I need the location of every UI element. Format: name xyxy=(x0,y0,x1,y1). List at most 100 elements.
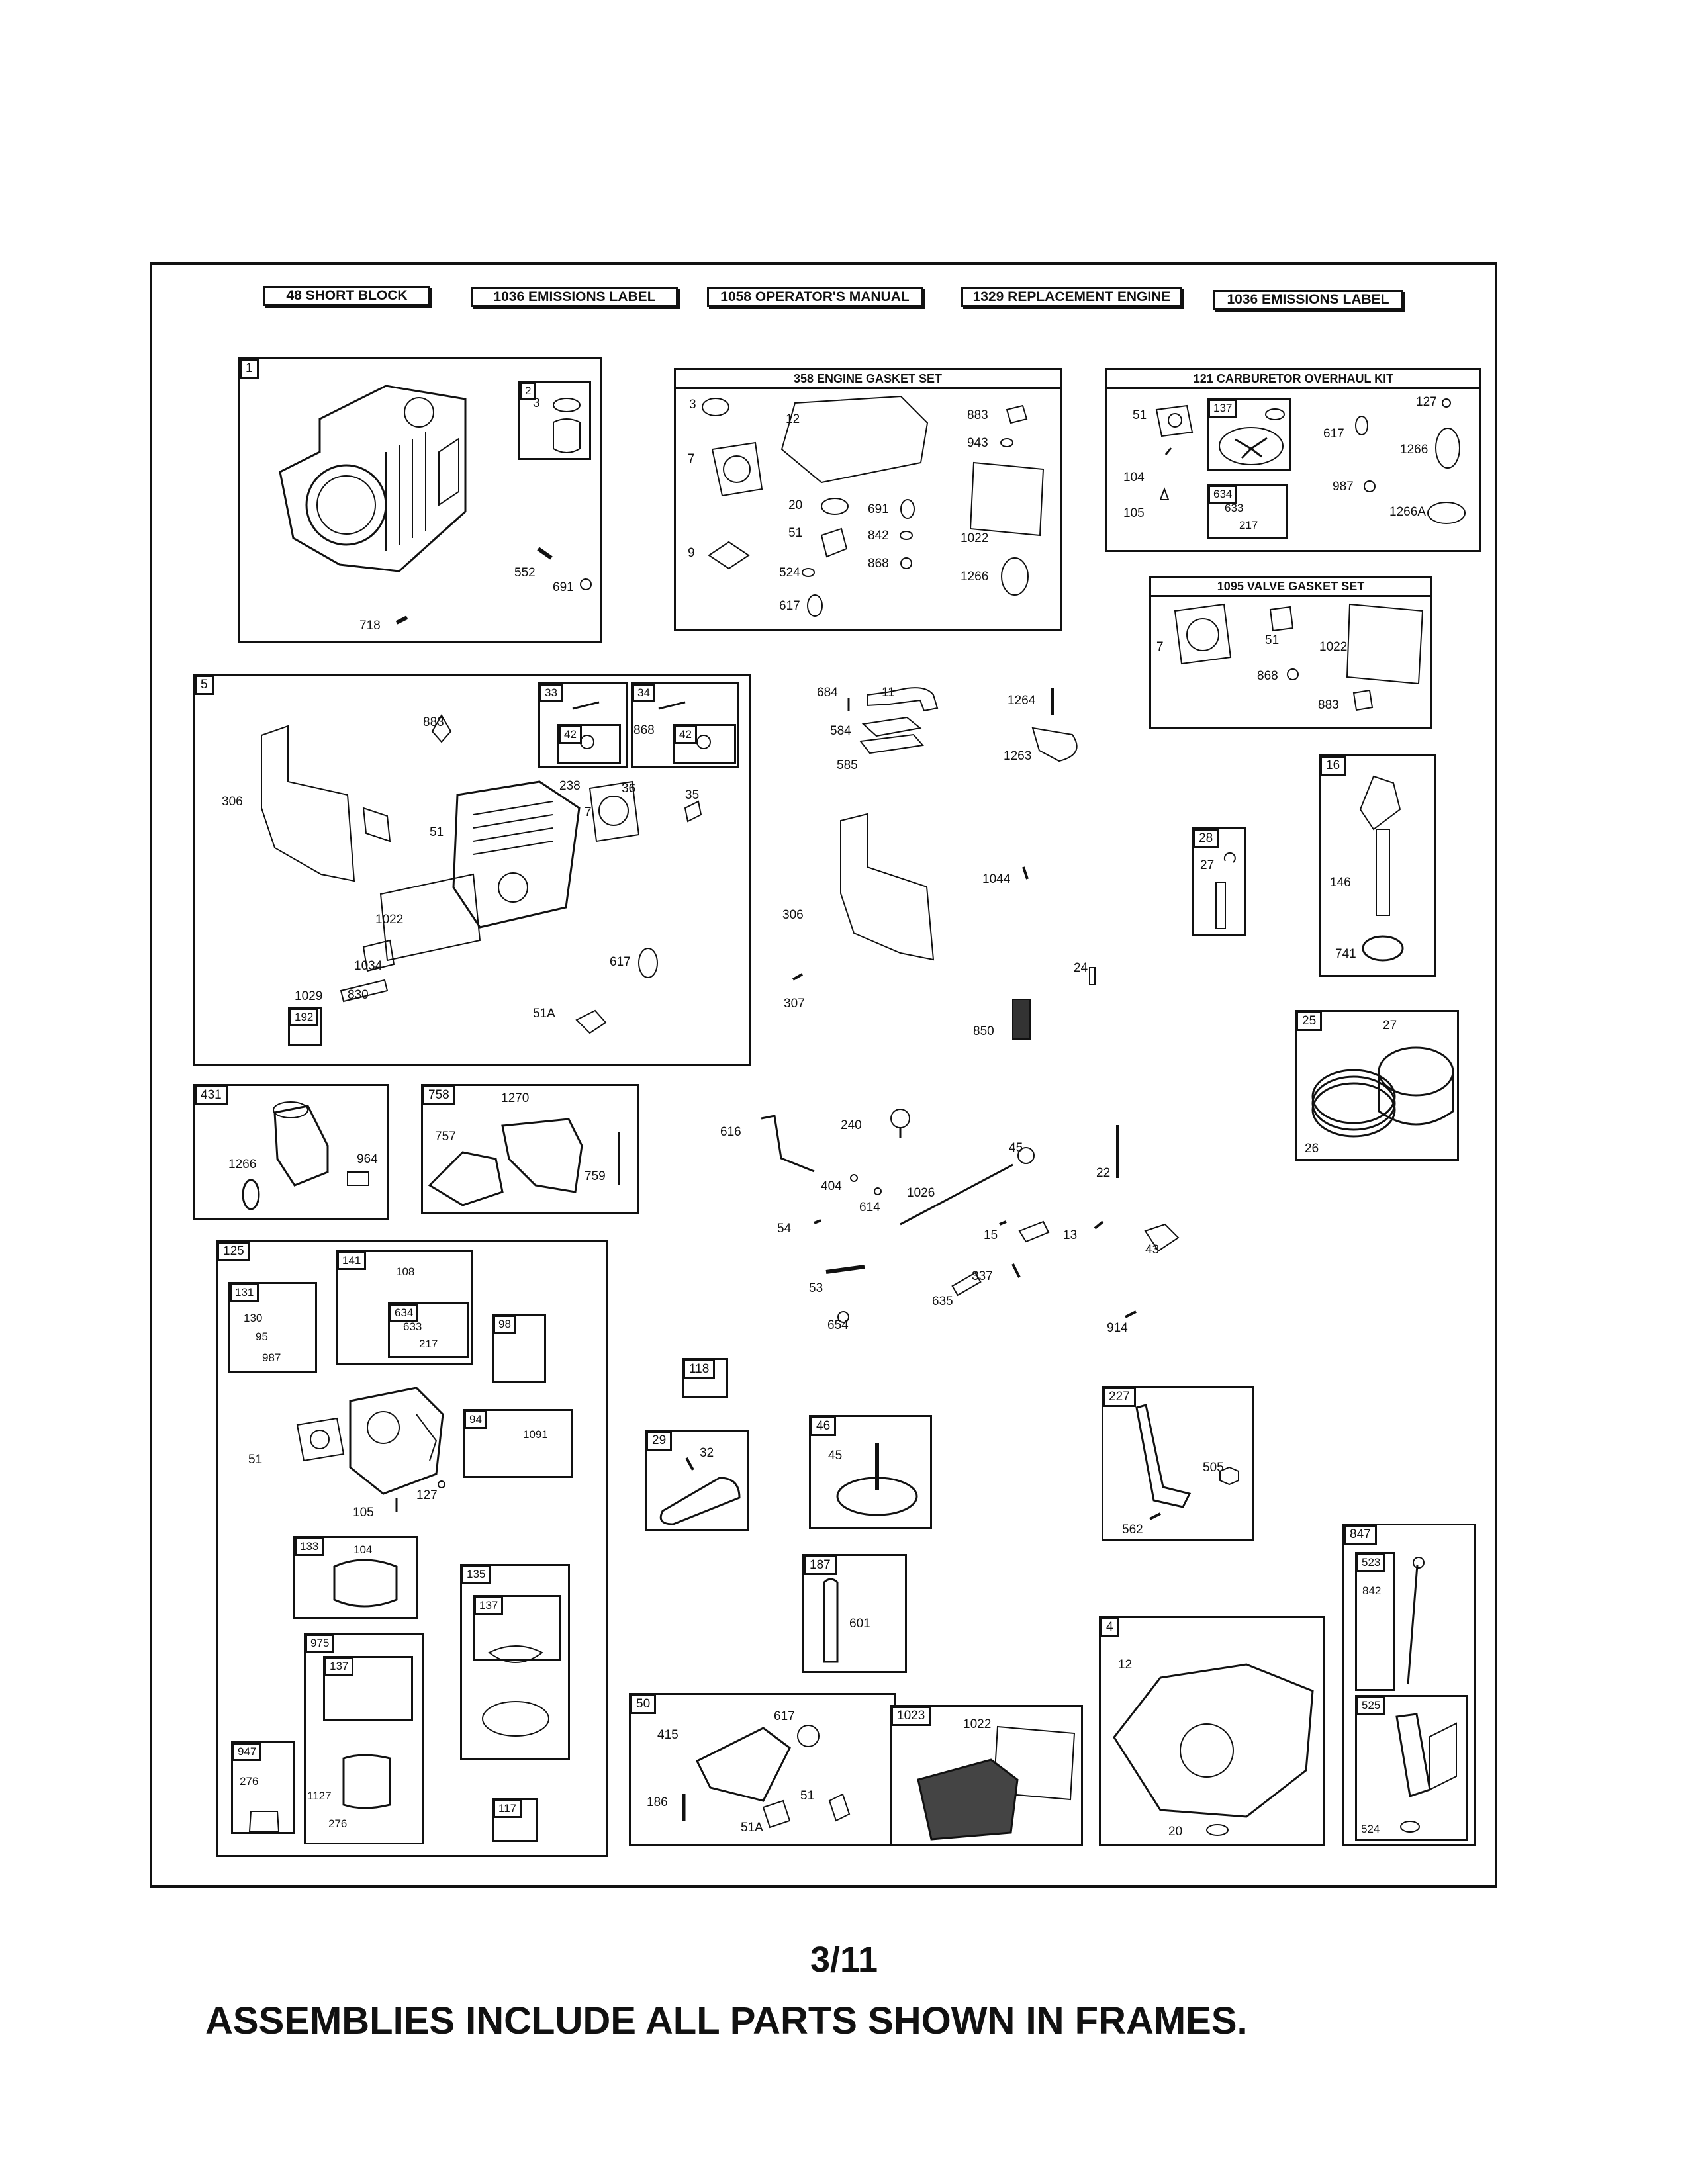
part-45: 45 xyxy=(1009,1141,1023,1155)
frame-number: 525 xyxy=(1356,1696,1386,1715)
part-635: 635 xyxy=(932,1295,953,1308)
part-24: 24 xyxy=(1074,961,1088,975)
part-51: 51 xyxy=(1265,633,1280,647)
header-label-emissions-1: 1036 EMISSIONS LABEL xyxy=(471,287,678,307)
part-1266: 1266 xyxy=(961,570,989,584)
frame-number: 42 xyxy=(674,725,697,744)
part-26: 26 xyxy=(1305,1142,1319,1156)
part-633: 633 xyxy=(403,1320,422,1333)
frame-number: 4 xyxy=(1100,1617,1119,1637)
frame-number: 141 xyxy=(337,1251,367,1270)
part-1022: 1022 xyxy=(963,1717,992,1731)
diaphragm-drawing xyxy=(1219,408,1285,465)
part-186: 186 xyxy=(647,1796,668,1809)
part-51: 51 xyxy=(788,526,803,540)
crankcase-sump-drawing xyxy=(1113,1663,1314,1836)
part-1127: 1127 xyxy=(307,1790,332,1802)
frame-number: 117 xyxy=(493,1799,522,1818)
part-15: 15 xyxy=(984,1228,998,1242)
frame-number: 431 xyxy=(195,1085,228,1105)
intake-elbow-drawing xyxy=(242,1101,369,1210)
part-617: 617 xyxy=(779,599,800,613)
frame-34: 34 42 xyxy=(631,682,739,768)
part-127: 127 xyxy=(1416,395,1437,409)
frame-number: 137 xyxy=(474,1596,504,1615)
frame-number: 34 xyxy=(632,684,655,702)
part-306: 306 xyxy=(782,908,804,922)
frame-42: 42 xyxy=(557,724,621,764)
frame-number: 28 xyxy=(1193,829,1219,848)
part-32: 32 xyxy=(700,1446,714,1460)
frame-number: 118 xyxy=(683,1359,716,1379)
part-13: 13 xyxy=(1063,1228,1078,1242)
part-104: 104 xyxy=(353,1543,373,1556)
part-1266: 1266 xyxy=(228,1158,257,1171)
part-127: 127 xyxy=(416,1488,438,1502)
part-12: 12 xyxy=(786,412,800,426)
part-404: 404 xyxy=(821,1179,842,1193)
frame-number: 125 xyxy=(217,1242,250,1261)
kit-title: 358 ENGINE GASKET SET xyxy=(676,370,1060,389)
part-830: 830 xyxy=(348,988,369,1002)
kit-valve-gasket-set: 1095 VALVE GASKET SET 7 51 868 1022 883 xyxy=(1149,576,1432,729)
part-1266: 1266 xyxy=(1400,443,1429,457)
valve-gasket-drawing xyxy=(1174,603,1424,711)
part-850: 850 xyxy=(973,1024,994,1038)
governor-linkage-parts xyxy=(761,1109,1180,1323)
frame-46-cam-gear: 46 45 xyxy=(809,1415,932,1529)
governor-lever-drawing xyxy=(1135,1404,1239,1520)
part-617: 617 xyxy=(1323,427,1344,441)
frame-number: 42 xyxy=(559,725,582,744)
part-22: 22 xyxy=(1096,1166,1111,1180)
part-1266A: 1266A xyxy=(1389,505,1426,519)
part-1270: 1270 xyxy=(501,1091,530,1105)
part-987: 987 xyxy=(262,1351,281,1364)
bracket-drawing xyxy=(682,1725,851,1829)
frame-number: 137 xyxy=(1208,399,1238,418)
part-842: 842 xyxy=(868,529,889,543)
connecting-rod-drawing xyxy=(659,1457,741,1525)
frame-28: 28 27 xyxy=(1192,827,1246,936)
frame-117: 117 xyxy=(492,1798,538,1842)
frame-137: 137 xyxy=(1207,398,1291,471)
part-1029: 1029 xyxy=(295,989,323,1003)
part-684: 684 xyxy=(817,686,838,700)
gasket-set-drawing xyxy=(702,395,1045,617)
part-51: 51 xyxy=(430,825,444,839)
frame-5-cylinder-head: 5 33 42 34 42 192 883 306 868 238 36 xyxy=(193,674,751,1066)
part-1022: 1022 xyxy=(961,531,989,545)
part-146: 146 xyxy=(1330,876,1351,889)
part-51A: 51A xyxy=(533,1007,555,1021)
frame-192: 192 xyxy=(288,1007,322,1046)
part-616: 616 xyxy=(720,1125,741,1139)
part-524: 524 xyxy=(779,566,800,580)
air-guide-drawing xyxy=(428,1118,620,1206)
frame-2-seal: 2 xyxy=(518,381,591,460)
part-307: 307 xyxy=(784,997,805,1011)
part-868: 868 xyxy=(1257,669,1278,683)
part-601: 601 xyxy=(849,1617,870,1631)
part-1034: 1034 xyxy=(354,959,383,973)
header-label-emissions-2: 1036 EMISSIONS LABEL xyxy=(1213,290,1403,310)
frame-number: 187 xyxy=(804,1555,837,1575)
part-987: 987 xyxy=(1333,480,1354,494)
part-868: 868 xyxy=(868,557,889,570)
frame-634: 634 633 217 xyxy=(388,1302,469,1358)
part-36: 36 xyxy=(622,782,636,796)
frame-33: 33 42 xyxy=(538,682,628,768)
frame-525: 525 524 xyxy=(1355,1695,1468,1841)
part-108: 108 xyxy=(396,1265,415,1278)
kit-carburetor-overhaul: 121 CARBURETOR OVERHAUL KIT 137 634 633 … xyxy=(1105,368,1481,552)
frame-1-short-block: 1 2 3 552 691 718 xyxy=(238,357,602,643)
part-45: 45 xyxy=(828,1449,843,1463)
frame-number: 1023 xyxy=(891,1706,931,1726)
part-27: 27 xyxy=(1200,858,1215,872)
part-7: 7 xyxy=(688,452,695,466)
kit-title: 121 CARBURETOR OVERHAUL KIT xyxy=(1107,370,1479,389)
part-759: 759 xyxy=(585,1169,606,1183)
frame-number: 98 xyxy=(493,1315,516,1334)
footer-note: ASSEMBLIES INCLUDE ALL PARTS SHOWN IN FR… xyxy=(205,1999,1248,2042)
part-1022: 1022 xyxy=(375,913,404,927)
part-7: 7 xyxy=(585,805,592,819)
fill-tube-drawing xyxy=(1395,1713,1457,1833)
